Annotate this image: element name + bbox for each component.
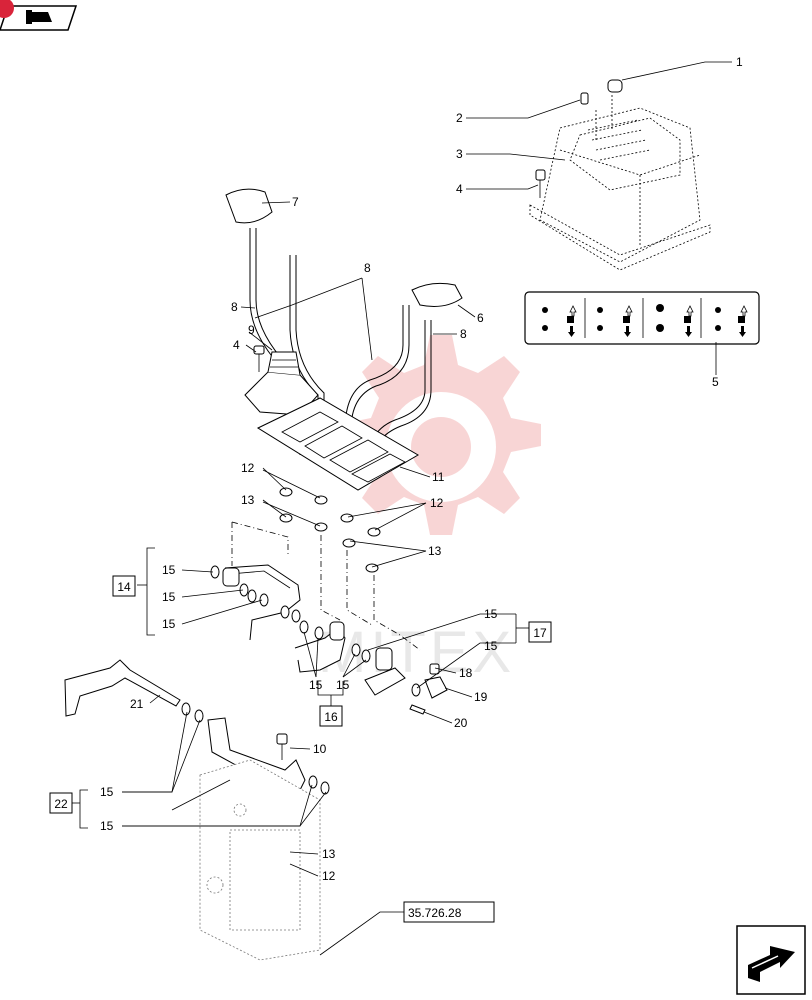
transmission-housing bbox=[199, 759, 321, 961]
control-decal bbox=[524, 291, 760, 345]
callout-15: 15 bbox=[162, 617, 176, 631]
callout-15: 15 bbox=[100, 819, 114, 833]
watermark-gear bbox=[341, 335, 541, 535]
callout-2: 2 bbox=[456, 111, 463, 125]
group-label-16[interactable]: 16 bbox=[319, 705, 343, 727]
shift-linkage bbox=[210, 564, 301, 641]
callout-15: 15 bbox=[336, 678, 350, 692]
leader-lines bbox=[122, 61, 732, 956]
callout-8: 8 bbox=[460, 327, 467, 341]
next-page-arrow-icon[interactable] bbox=[736, 925, 806, 995]
shift-linkage bbox=[294, 620, 371, 673]
group-bracket-22 bbox=[72, 789, 88, 829]
group-label-14[interactable]: 14 bbox=[112, 575, 136, 597]
watermark-text: MITEX bbox=[318, 620, 515, 685]
group-bracket-14 bbox=[137, 547, 155, 636]
callout-1: 1 bbox=[736, 55, 743, 69]
cross-reference-link[interactable]: 35.726.28 bbox=[403, 901, 495, 923]
svg-text:17: 17 bbox=[533, 626, 547, 640]
assembly-centreline bbox=[231, 521, 421, 651]
lever-boot bbox=[244, 351, 319, 416]
callout-13: 13 bbox=[428, 544, 442, 558]
group-label-22[interactable]: 22 bbox=[49, 792, 73, 814]
shift-linkage bbox=[364, 647, 448, 715]
svg-text:16: 16 bbox=[324, 710, 338, 724]
callout-9: 9 bbox=[248, 323, 255, 337]
callout-labels: 1 2 3 4 7 8 8 6 8 9 4 5 11 12 13 12 13 1… bbox=[100, 55, 743, 883]
callout-5: 5 bbox=[712, 375, 719, 389]
catalog-back-icon[interactable] bbox=[0, 0, 78, 31]
callout-3: 3 bbox=[456, 147, 463, 161]
callout-6: 6 bbox=[477, 311, 484, 325]
callout-15: 15 bbox=[162, 563, 176, 577]
gate-plate bbox=[256, 397, 419, 491]
callout-4: 4 bbox=[456, 182, 463, 196]
callout-10: 10 bbox=[313, 742, 327, 756]
callout-8: 8 bbox=[231, 300, 238, 314]
callout-12: 12 bbox=[430, 496, 444, 510]
callout-12: 12 bbox=[241, 461, 255, 475]
callout-15: 15 bbox=[484, 639, 498, 653]
callout-18: 18 bbox=[459, 666, 473, 680]
svg-text:22: 22 bbox=[54, 797, 68, 811]
lever-knob bbox=[225, 188, 463, 307]
svg-text:14: 14 bbox=[117, 580, 131, 594]
callout-21: 21 bbox=[130, 697, 144, 711]
callout-13: 13 bbox=[322, 847, 336, 861]
callout-12: 12 bbox=[322, 869, 336, 883]
selector-rod bbox=[64, 659, 204, 723]
callout-11: 11 bbox=[432, 470, 445, 484]
bolt bbox=[253, 169, 546, 760]
callout-20: 20 bbox=[454, 716, 468, 730]
callout-15: 15 bbox=[100, 785, 114, 799]
callout-15: 15 bbox=[309, 678, 323, 692]
callout-15: 15 bbox=[484, 607, 498, 621]
svg-text:35.726.28: 35.726.28 bbox=[408, 906, 462, 920]
callout-8: 8 bbox=[364, 261, 371, 275]
group-label-17[interactable]: 17 bbox=[528, 621, 552, 643]
callout-4: 4 bbox=[233, 338, 240, 352]
callout-13: 13 bbox=[241, 493, 255, 507]
callout-7: 7 bbox=[292, 195, 299, 209]
callout-19: 19 bbox=[474, 690, 488, 704]
callout-15: 15 bbox=[162, 590, 176, 604]
cover-housing bbox=[529, 79, 711, 271]
